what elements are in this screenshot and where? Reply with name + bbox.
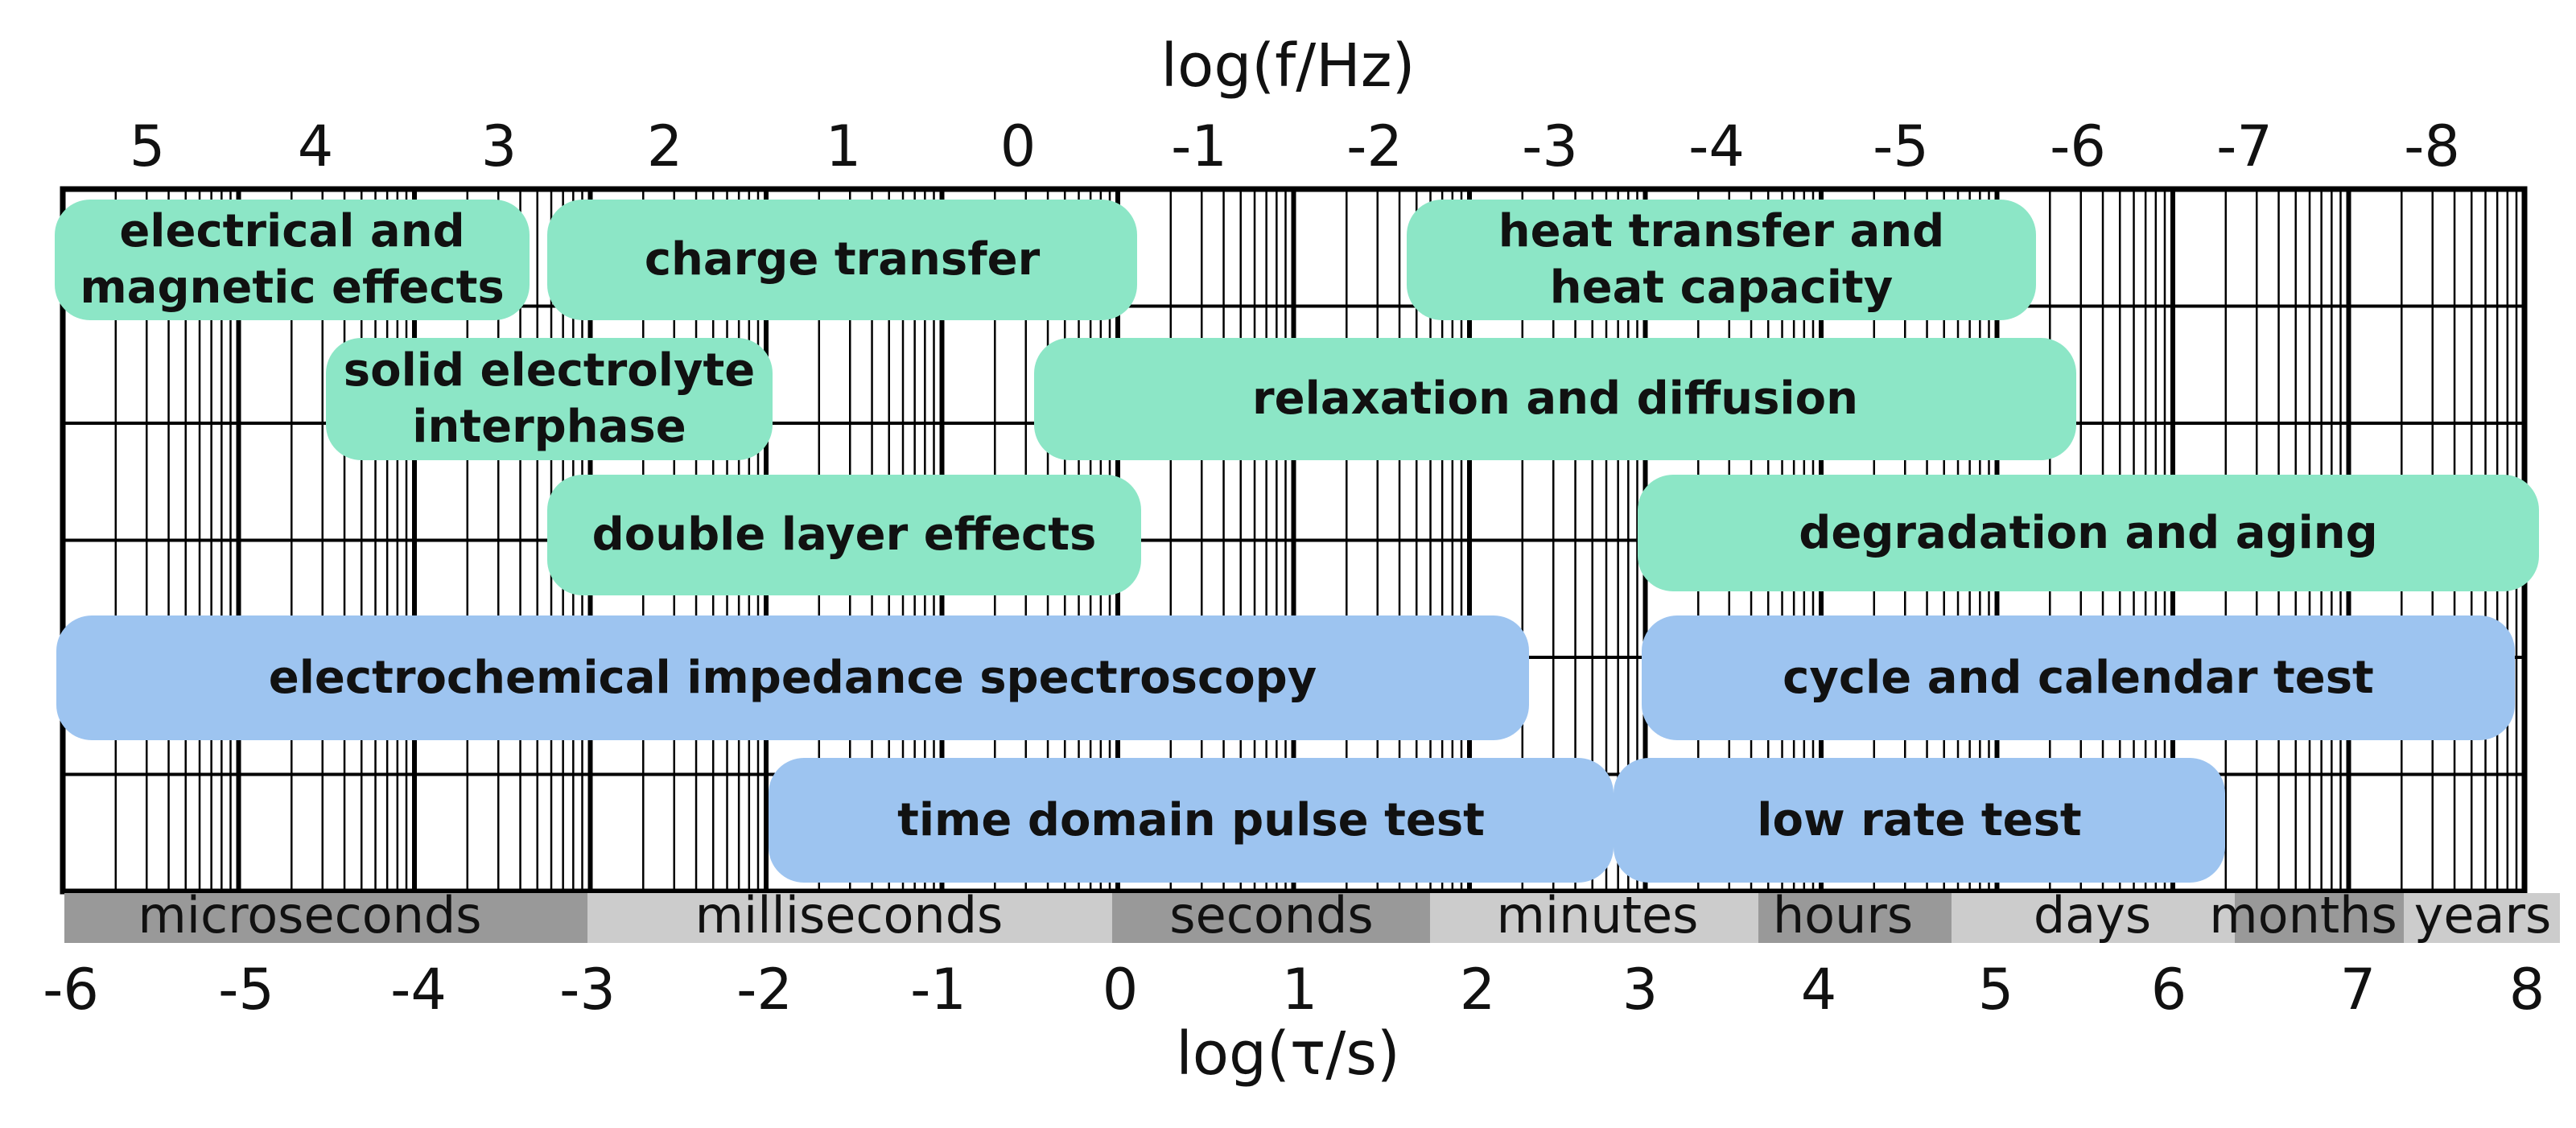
- effect-relaxation-diffusion: relaxation and diffusion: [1034, 338, 2076, 460]
- time-band-months: [2235, 893, 2404, 943]
- time-band-label: microseconds: [138, 886, 482, 945]
- time-axis-title: log(τ/s): [1176, 1019, 1400, 1089]
- time-tick-label: -4: [390, 957, 447, 1023]
- effect-electrical-magnetic: electrical and magnetic effects: [55, 200, 530, 320]
- effect-heat-transfer: heat transfer and heat capacity: [1407, 200, 2036, 320]
- effect-charge-transfer: charge transfer: [547, 200, 1137, 320]
- freq-tick-label: -1: [1171, 113, 1227, 179]
- time-tick-label: 7: [2339, 957, 2376, 1023]
- freq-tick-label: -5: [1873, 113, 1929, 179]
- time-tick-label: -6: [43, 957, 99, 1023]
- time-band-years: [2404, 893, 2560, 943]
- method-eis: electrochemical impedance spectroscopy: [56, 615, 1529, 740]
- freq-tick-label: 1: [825, 113, 862, 179]
- time-tick-label: 2: [1459, 957, 1496, 1023]
- time-band-label: months: [2209, 886, 2397, 945]
- freq-tick-label: 3: [480, 113, 517, 179]
- time-band-label: minutes: [1496, 886, 1699, 945]
- freq-tick-label: -8: [2404, 113, 2460, 179]
- freq-tick-label: 4: [297, 113, 334, 179]
- time-band-days: [1952, 893, 2235, 943]
- time-band-label: seconds: [1169, 886, 1374, 945]
- time-tick-label: 1: [1281, 957, 1318, 1023]
- time-tick-label: 8: [2508, 957, 2545, 1023]
- time-tick-label: 0: [1102, 957, 1139, 1023]
- freq-tick-label: 2: [646, 113, 683, 179]
- time-band-label: days: [2033, 886, 2152, 945]
- freq-tick-label: 5: [129, 113, 166, 179]
- time-tick-label: -5: [218, 957, 274, 1023]
- freq-tick-label: 0: [999, 113, 1037, 179]
- freq-tick-label: -3: [1522, 113, 1578, 179]
- time-band-milliseconds: [587, 893, 1112, 943]
- time-band-label: years: [2413, 886, 2552, 945]
- time-band-minutes: [1430, 893, 1758, 943]
- time-band-hours: [1758, 893, 1952, 943]
- time-band-seconds: [1112, 893, 1430, 943]
- time-tick-label: -3: [559, 957, 616, 1023]
- frequency-axis-title: log(f/Hz): [1160, 31, 1416, 101]
- time-band-label: hours: [1772, 886, 1914, 945]
- time-tick-label: -1: [910, 957, 967, 1023]
- time-tick-label: 5: [1977, 957, 2014, 1023]
- time-tick-label: -2: [736, 957, 793, 1023]
- effect-double-layer: double layer effects: [547, 475, 1141, 595]
- freq-tick-label: -4: [1688, 113, 1745, 179]
- time-tick-label: 6: [2150, 957, 2187, 1023]
- method-cycle-calendar: cycle and calendar test: [1642, 615, 2515, 740]
- effect-solid-electrolyte-interphase: solid electrolyte interphase: [326, 338, 773, 460]
- time-band-label: milliseconds: [694, 886, 1004, 945]
- freq-tick-label: -6: [2050, 113, 2106, 179]
- time-tick-label: 3: [1622, 957, 1659, 1023]
- effect-degradation-aging: degradation and aging: [1638, 475, 2539, 591]
- time-band-microseconds: [64, 893, 587, 943]
- freq-tick-label: -2: [1346, 113, 1403, 179]
- method-time-domain-pulse: time domain pulse test: [769, 758, 1614, 883]
- time-tick-label: 4: [1800, 957, 1837, 1023]
- method-low-rate: low rate test: [1614, 758, 2225, 883]
- freq-tick-label: -7: [2216, 113, 2273, 179]
